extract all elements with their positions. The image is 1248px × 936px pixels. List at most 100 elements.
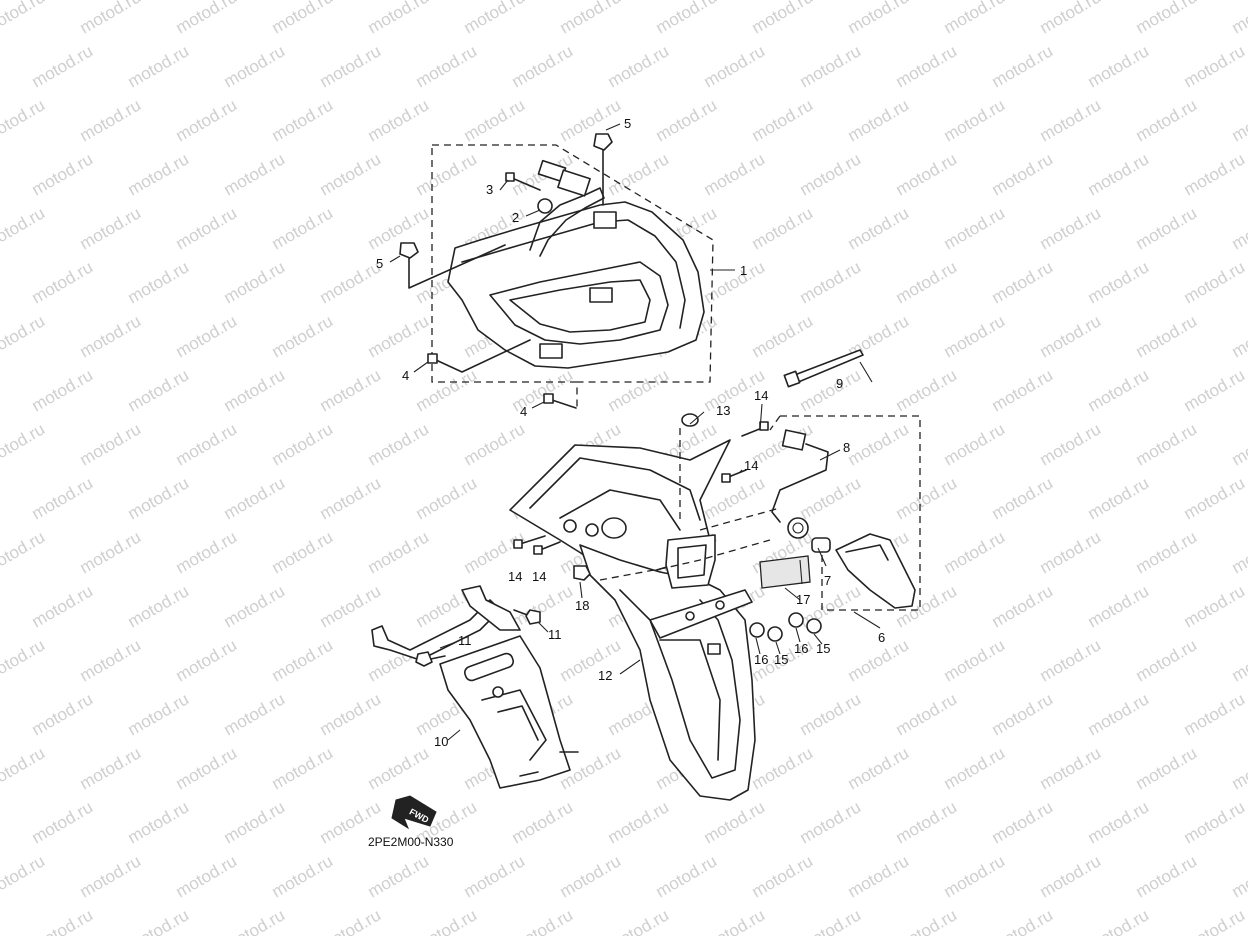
callout-4-upper: 4 xyxy=(402,368,409,383)
rear-fender-lower-center xyxy=(659,639,721,761)
license-light-housing xyxy=(665,534,716,589)
license-bracket-pin-b xyxy=(519,771,539,777)
callout-5-left: 5 xyxy=(376,256,383,271)
tail-light-tab-top xyxy=(593,211,617,229)
rear-fender-hole xyxy=(601,517,627,539)
screw-14-upper-shaft xyxy=(741,427,763,437)
callout-3: 3 xyxy=(486,182,493,197)
screw-14-mid-head xyxy=(721,473,731,483)
diagram-code: 2PE2M00-N330 xyxy=(368,835,454,849)
license-bracket-group xyxy=(371,585,579,789)
fender-bracket-hole-a xyxy=(685,611,695,621)
screw-14-left-b-shaft xyxy=(539,541,561,551)
tail-light-housing xyxy=(447,201,705,369)
screw-4-lower-shaft xyxy=(551,399,577,409)
grommet-left xyxy=(563,519,577,533)
tail-light-tab-right xyxy=(589,287,613,303)
cable-tie xyxy=(791,349,864,384)
callout-6: 6 xyxy=(878,630,885,645)
bolt-5-top-head xyxy=(593,133,613,151)
bolt-5-left-head xyxy=(399,242,419,259)
fender-clip xyxy=(707,643,721,655)
screw-4-upper-head xyxy=(427,353,438,364)
fender-bracket xyxy=(649,589,753,639)
reflector-group-box xyxy=(769,415,921,611)
callout-10: 10 xyxy=(434,734,448,749)
screw-14-left-b-head xyxy=(533,545,543,555)
callout-labels: 1 2 3 4 4 5 5 6 7 8 9 10 11 11 12 13 14 … xyxy=(376,116,885,749)
tail-light-connector-body xyxy=(557,169,591,197)
screw-4-lower-head xyxy=(543,393,554,404)
callout-14-mid: 14 xyxy=(744,458,758,473)
callout-16-right: 16 xyxy=(794,641,808,656)
callout-14-top: 14 xyxy=(754,388,768,403)
screw-3-head xyxy=(505,172,515,182)
grommet-right xyxy=(585,523,599,537)
callout-17: 17 xyxy=(796,592,810,607)
bolt-5-left-shaft xyxy=(408,244,506,289)
fender-bracket-hole-b xyxy=(715,600,725,610)
callout-11-lower: 11 xyxy=(458,633,472,648)
bulb-socket-inner xyxy=(792,522,804,534)
callout-15-right: 15 xyxy=(816,641,830,656)
bulb-socket xyxy=(787,517,809,539)
bolt-11-lower-head xyxy=(415,651,433,667)
collar-16-right xyxy=(788,612,804,628)
cable-tie-head xyxy=(783,370,801,388)
lead-wire-connector xyxy=(781,429,807,451)
rear-fender-lower-ridge xyxy=(619,589,741,779)
screw-4-upper-shaft xyxy=(435,339,531,373)
callout-4-lower: 4 xyxy=(520,404,527,419)
rear-fender-upper-edge xyxy=(529,457,701,521)
rear-reflector-group xyxy=(759,555,811,589)
reflector-lens-7 xyxy=(811,537,831,553)
nut-15-right xyxy=(806,618,822,634)
nut-18 xyxy=(573,565,591,581)
forward-arrow-icon xyxy=(391,795,437,830)
fasteners xyxy=(513,413,822,642)
screw-14-left-a-head xyxy=(513,539,523,549)
callout-1: 1 xyxy=(740,263,747,278)
callout-leaders xyxy=(389,123,881,741)
clamp-part xyxy=(537,198,553,214)
license-light-lens xyxy=(677,544,707,579)
tail-light-wire xyxy=(529,187,605,257)
collar-16-left xyxy=(749,622,765,638)
tail-light-tab-left xyxy=(539,343,563,359)
callout-7: 7 xyxy=(824,573,831,588)
tail-light-lens-outline xyxy=(489,261,669,345)
rear-fender-upper-inner xyxy=(559,489,681,531)
license-bracket-hole xyxy=(492,686,504,698)
callout-9: 9 xyxy=(836,376,843,391)
callout-14-left-b: 14 xyxy=(532,569,546,584)
rear-fender-group xyxy=(509,439,756,801)
reflector-housing xyxy=(835,533,916,609)
screw-14-upper-head xyxy=(759,421,769,431)
rear-reflector-detail xyxy=(799,559,803,585)
screw-14-left-a-shaft xyxy=(519,535,546,545)
tail-light-group xyxy=(399,133,714,410)
tail-light-group-box xyxy=(431,144,714,410)
callout-16-left: 16 xyxy=(754,652,768,667)
callout-13: 13 xyxy=(716,403,730,418)
callout-11-upper: 11 xyxy=(548,627,562,642)
license-bracket-rib-b xyxy=(497,705,539,741)
callout-14-left-a: 14 xyxy=(508,569,522,584)
callout-5-top: 5 xyxy=(624,116,631,131)
cable-tie-group xyxy=(783,349,864,388)
reflector-mount-leader xyxy=(599,507,781,581)
reflector-group xyxy=(769,415,921,611)
nut-15-left xyxy=(767,626,783,642)
reflector-housing-detail xyxy=(845,544,889,561)
tail-light-lens-inner xyxy=(509,279,651,333)
license-bracket-slot xyxy=(464,652,514,682)
screw-3-shaft xyxy=(511,177,541,191)
callout-2: 2 xyxy=(512,210,519,225)
callout-15-left: 15 xyxy=(774,652,788,667)
cover-13 xyxy=(681,413,699,427)
license-bracket-upper-tab xyxy=(461,585,521,631)
rear-reflector xyxy=(759,555,811,589)
callout-12: 12 xyxy=(598,668,612,683)
